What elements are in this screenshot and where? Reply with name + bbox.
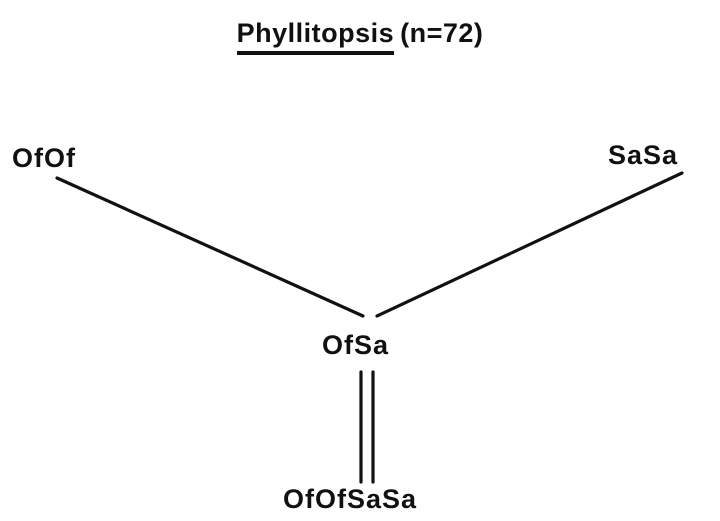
node-ofof: OfOf	[12, 143, 76, 173]
edge-sasa-ofsa	[375, 171, 684, 318]
title-count: (n=72)	[400, 18, 484, 48]
edge-ofof-ofsa	[55, 176, 365, 318]
title-genus: Phyllitopsis	[236, 18, 395, 55]
node-sasa: SaSa	[608, 140, 679, 170]
node-ofsa: OfSa	[322, 330, 390, 360]
diagram-title: Phyllitopsis(n=72)	[0, 18, 720, 55]
node-ofofsasa: OfOfSaSa	[283, 484, 418, 514]
